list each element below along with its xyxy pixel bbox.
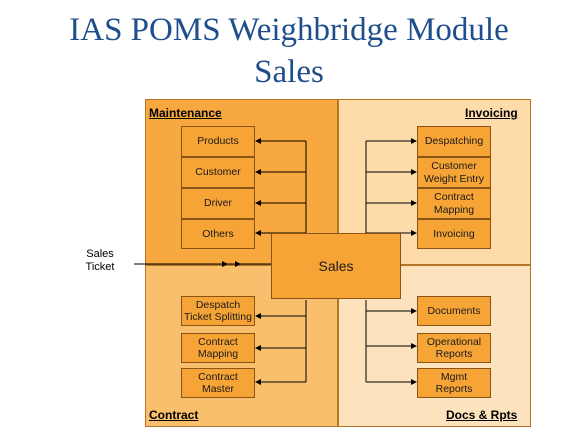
contract-mapping-box: Contract Mapping <box>181 333 255 363</box>
contract-label: Contract <box>149 408 199 422</box>
diagram-title: IAS POMS Weighbridge Module <box>69 12 509 48</box>
docs-label: Docs & Rpts <box>446 408 518 422</box>
sales-ticket-label: Sales Ticket <box>85 248 115 274</box>
mgmt-reports-box: Mgmt Reports <box>417 368 491 398</box>
invoicing-label: Invoicing <box>465 106 518 120</box>
others-box: Others <box>181 219 255 249</box>
products-box: Products <box>181 126 255 157</box>
despatch-ticket-splitting-box: Despatch Ticket Splitting <box>181 296 255 326</box>
customer-weight-entry-box: Customer Weight Entry <box>417 157 491 188</box>
contract-mapping-invoicing-box: Contract Mapping <box>417 188 491 219</box>
maintenance-label: Maintenance <box>149 106 222 120</box>
sales-center-box: Sales <box>271 233 401 299</box>
customer-box: Customer <box>181 157 255 188</box>
operational-reports-box: Operational Reports <box>417 333 491 363</box>
contract-master-box: Contract Master <box>181 368 255 398</box>
driver-box: Driver <box>181 188 255 219</box>
documents-box: Documents <box>417 296 491 326</box>
invoicing-box: Invoicing <box>417 219 491 249</box>
despatching-box: Despatching <box>417 126 491 157</box>
diagram-subtitle: Sales <box>254 54 324 90</box>
